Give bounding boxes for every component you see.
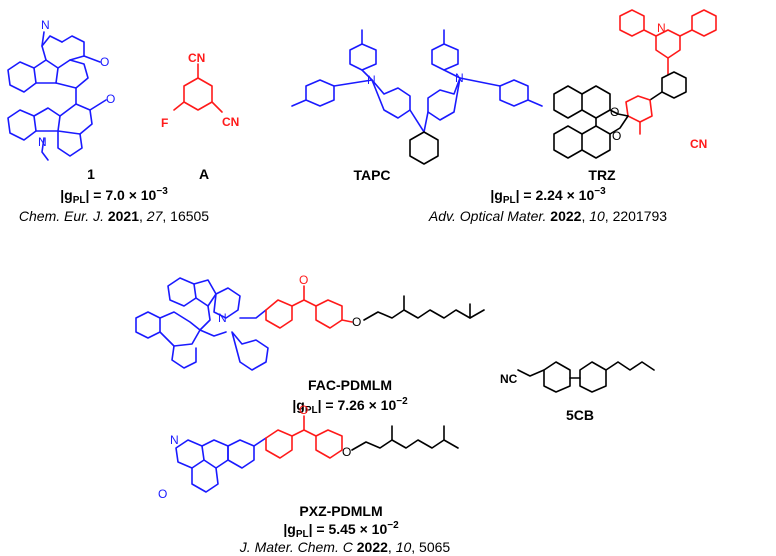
pxz-pdmlm-structure [175, 415, 459, 493]
tapc-structure [291, 29, 543, 165]
pxz-o-atom: O [158, 487, 167, 501]
svg-text:J. Mater. Chem. C 2022, 10, 50: J. Mater. Chem. C 2022, 10, 5065 [239, 539, 451, 555]
compound-a-structure [173, 63, 223, 113]
reference-2: Adv. Optical Mater. 2022, 10, 2201793 [428, 208, 667, 224]
fac-pdmlm-label: FAC-PDMLM [308, 377, 392, 393]
fac-pdmlm-structure [135, 277, 485, 371]
glum-value-1: |gPL| = 7.0 × 10−3 [60, 186, 168, 206]
pxz-o-atom: O [299, 403, 308, 417]
trz-o-atom: O [612, 129, 621, 143]
reference-1: Chem. Eur. J. 2021, 27, 16505 [19, 208, 209, 224]
compound-1-structure [7, 31, 107, 161]
tapc-label: TAPC [353, 167, 390, 183]
5cb-nc-atom: NC [500, 372, 518, 386]
fac-o-atom: O [352, 315, 361, 329]
tapc-n-atom: N [367, 73, 376, 87]
glum-value-2: |gPL| = 2.24 × 10−3 [490, 186, 606, 206]
fac-o-atom: O [299, 273, 308, 287]
trz-o-atom: O [610, 105, 619, 119]
reference-3: J. Mater. Chem. C 2022, 10, 5065 [239, 539, 451, 555]
compound-a-f-atom: F [161, 116, 168, 130]
compound-1-o-atom: O [106, 92, 115, 106]
pxz-pdmlm-label: PXZ-PDMLM [299, 503, 382, 519]
glum-value-4: |gPL| = 5.45 × 10−2 [283, 520, 399, 540]
compound-a-cn-atom: CN [188, 51, 205, 65]
trz-structure [553, 9, 717, 159]
trz-n-atom: N [657, 21, 666, 35]
5cb-label: 5CB [566, 407, 594, 423]
svg-text:|gPL| = 7.26 × 10−2: |gPL| = 7.26 × 10−2 [292, 396, 408, 416]
glum-value-3: |gPL| = 7.26 × 10−2 [292, 396, 408, 416]
5cb-structure [517, 361, 655, 393]
compound-a-label: A [199, 166, 209, 182]
svg-text:Chem. Eur. J. 2021, 27, 16505: Chem. Eur. J. 2021, 27, 16505 [19, 208, 209, 224]
svg-text:|gPL| = 5.45 × 10−2: |gPL| = 5.45 × 10−2 [283, 520, 399, 540]
compound-1-o-atom: O [100, 55, 109, 69]
svg-text:|gPL| = 2.24 × 10−3: |gPL| = 2.24 × 10−3 [490, 186, 606, 206]
trz-cn-atom: CN [690, 137, 707, 151]
pxz-n-atom: N [170, 433, 179, 447]
svg-text:Adv. Optical Mater. 2022, 10,: Adv. Optical Mater. 2022, 10, 2201793 [428, 208, 667, 224]
trz-label: TRZ [588, 167, 616, 183]
compound-1-n-atom: N [38, 135, 47, 149]
compound-1-label: 1 [87, 166, 95, 182]
tapc-n-atom: N [455, 71, 464, 85]
pxz-o-atom: O [342, 445, 351, 459]
compound-a-cn-atom: CN [222, 115, 239, 129]
svg-text:|gPL| = 7.0 × 10−3: |gPL| = 7.0 × 10−3 [60, 186, 168, 206]
compound-1-n-atom: N [41, 18, 50, 32]
fac-n-atom: N [218, 311, 227, 325]
